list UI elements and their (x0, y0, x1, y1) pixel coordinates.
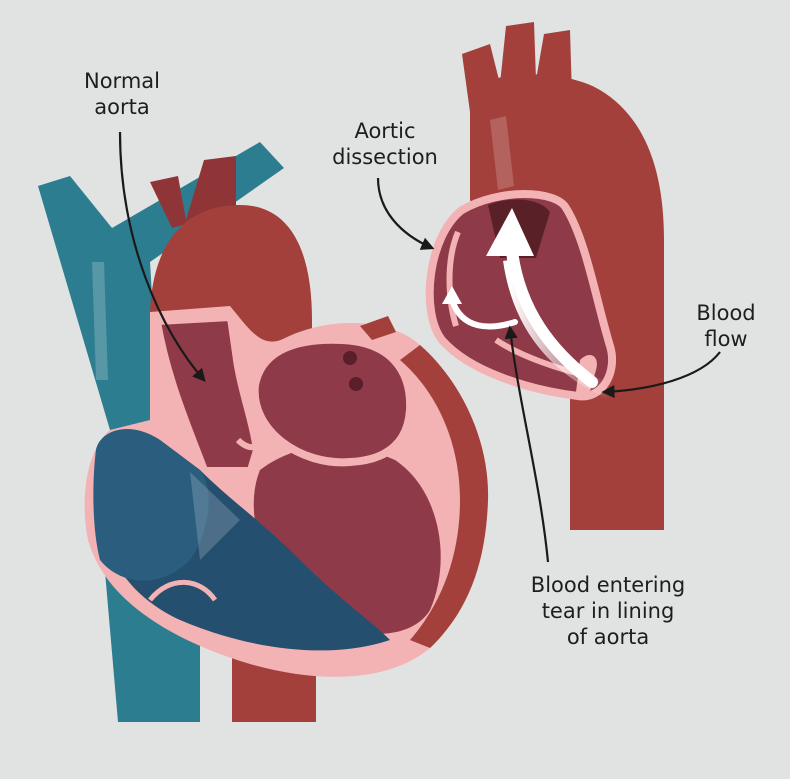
heart-muscle-wall (400, 345, 489, 648)
right-chamber-lighter (93, 429, 209, 581)
blood-flow-arrow-main (506, 246, 598, 388)
label-blood-entering-tear: Blood entering tear in lining of aorta (530, 573, 686, 649)
pulmonary-vein-opening (349, 377, 363, 391)
callout-arrow-normal-aorta (118, 131, 206, 382)
pulmonary-veins (360, 316, 396, 340)
aortic-arch (150, 205, 312, 380)
vena-cava (38, 142, 284, 430)
dissected-aorta (425, 22, 664, 530)
aorta-highlight (490, 116, 514, 190)
normal-heart (38, 142, 489, 722)
label-aortic-dissection: Aortic dissection (332, 119, 438, 169)
label-normal-aorta: Normal aorta (84, 69, 160, 119)
label-blood-flow: Blood flow (696, 301, 756, 351)
callout-arrow-dissection (376, 177, 435, 250)
left-atrium (250, 335, 415, 467)
callout-arrow-tear (504, 325, 550, 563)
normal-ascending-aorta (154, 314, 260, 473)
blood-flow-arrowhead-small (442, 286, 462, 304)
blood-flow-arrowhead (486, 208, 534, 256)
blood-flow-arrow-small (449, 297, 518, 330)
tricuspid-valve (148, 579, 218, 602)
vein-highlight (92, 262, 108, 380)
pulmonary-vein-opening (343, 351, 357, 365)
aortic-valve (235, 434, 271, 451)
septum-highlight (190, 472, 240, 560)
callout-arrow-blood-flow (601, 351, 721, 399)
